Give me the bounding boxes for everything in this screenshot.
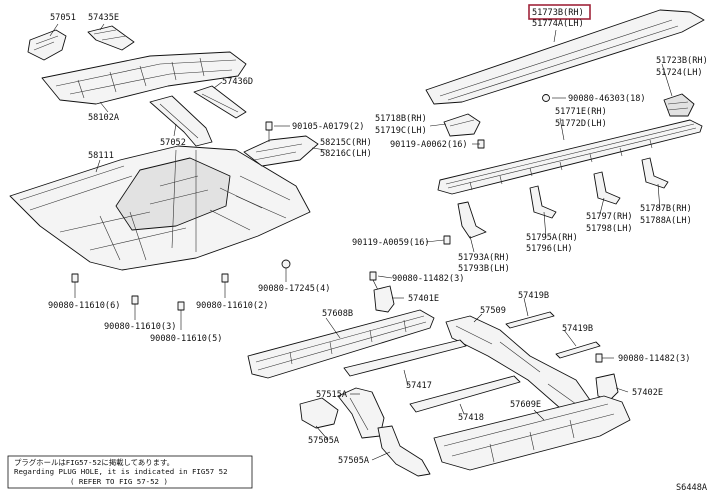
label-57401E: 57401E bbox=[408, 294, 439, 304]
label-11610-2: 90080-11610(2) bbox=[196, 301, 268, 311]
part-57505A-shape bbox=[299, 397, 339, 429]
note-line-2: Regarding PLUG HOLE, it is indicated in … bbox=[14, 467, 228, 476]
label-57419B-mid: 57419B bbox=[562, 324, 593, 334]
label-57418: 57418 bbox=[458, 413, 484, 423]
bolt-46303-shape bbox=[542, 94, 550, 102]
part-51793A-shape bbox=[457, 201, 487, 239]
label-58215C: 58215C(RH) bbox=[320, 138, 372, 148]
label-bolt-A0062: 90119-A0062(16) bbox=[390, 140, 468, 150]
part-57608B-shape bbox=[247, 309, 435, 379]
part-51771E-shape bbox=[437, 119, 703, 195]
part-51773B-shape bbox=[425, 9, 705, 105]
label-51724: 51724(LH) bbox=[656, 68, 703, 78]
label-51793B: 51793B(LH) bbox=[458, 264, 510, 274]
part-51797-shape bbox=[593, 171, 621, 205]
label-bolt-46303: 90080-46303(18) bbox=[568, 94, 646, 104]
label-51793A: 51793A(RH) bbox=[458, 253, 510, 263]
bolt-90105-shape bbox=[265, 121, 273, 142]
label-57051: 57051 bbox=[50, 13, 76, 23]
note-line-3: ( REFER TO FIG 57-52 ) bbox=[70, 477, 168, 486]
label-51772D: 51772D(LH) bbox=[555, 119, 607, 129]
label-58216C: 58216C(LH) bbox=[320, 149, 372, 159]
plug-hole-note: プラグホールはFIG57-52に掲載してあります。 Regarding PLUG… bbox=[7, 455, 253, 489]
label-57505A-b: 57505A bbox=[338, 456, 370, 466]
part-57401E-shape bbox=[373, 285, 395, 313]
label-bolt-17245: 90080-17245(4) bbox=[258, 284, 330, 294]
label-57515A: 57515A bbox=[316, 390, 348, 400]
part-51795A-shape bbox=[529, 185, 557, 219]
label-51774A: 51774A(LH) bbox=[532, 19, 584, 29]
part-57419B-mid-shape bbox=[555, 341, 601, 359]
label-11610-6: 90080-11610(6) bbox=[48, 301, 120, 311]
label-11610-3: 90080-11610(3) bbox=[104, 322, 176, 332]
label-11610-5: 90080-11610(5) bbox=[150, 334, 222, 344]
label-57417: 57417 bbox=[406, 381, 432, 391]
label-58102A: 58102A bbox=[88, 113, 120, 123]
part-51787B-shape bbox=[641, 157, 669, 189]
part-51723B-shape bbox=[663, 93, 695, 117]
part-58215C-shape bbox=[243, 135, 319, 167]
bolt-A0059-shape bbox=[443, 235, 451, 245]
label-51719C: 51719C(LH) bbox=[375, 126, 427, 136]
part-58102A-shape bbox=[41, 51, 247, 105]
label-57608B: 57608B bbox=[322, 309, 353, 319]
part-58111-shape bbox=[9, 145, 311, 271]
label-51718B: 51718B(RH) bbox=[375, 114, 427, 124]
part-57505A-b-shape bbox=[377, 425, 431, 477]
bolt-17245-shape bbox=[281, 259, 291, 282]
bolt-11482-mid-shape bbox=[595, 353, 603, 363]
part-57052-shape bbox=[149, 95, 213, 147]
part-57609E-shape bbox=[433, 395, 631, 471]
label-51788A: 51788A(LH) bbox=[640, 216, 692, 226]
label-57402E: 57402E bbox=[632, 388, 663, 398]
label-51795A: 51795A(RH) bbox=[526, 233, 578, 243]
bolt-11482-top-shape bbox=[369, 271, 379, 291]
label-57509: 57509 bbox=[480, 306, 506, 316]
label-51771E: 51771E(RH) bbox=[555, 107, 607, 117]
part-57436D-shape bbox=[193, 85, 247, 119]
bolt-11610-6-shape bbox=[71, 273, 79, 298]
part-57419B-top-shape bbox=[505, 311, 555, 329]
note-line-1: プラグホールはFIG57-52に掲載してあります。 bbox=[14, 458, 174, 467]
label-bolt-A0059: 90119-A0059(16) bbox=[352, 238, 430, 248]
label-57609E: 57609E bbox=[510, 400, 541, 410]
part-57418-shape bbox=[409, 375, 521, 413]
part-57402E-shape bbox=[595, 373, 619, 401]
part-57051-shape bbox=[27, 29, 67, 61]
part-57435E-shape bbox=[87, 25, 135, 51]
label-57052: 57052 bbox=[160, 138, 186, 148]
label-57419B-top: 57419B bbox=[518, 291, 549, 301]
label-58111: 58111 bbox=[88, 151, 114, 161]
part-57417-shape bbox=[343, 339, 467, 377]
label-51798: 51798(LH) bbox=[586, 224, 633, 234]
bolt-11610-2-shape bbox=[221, 273, 229, 298]
figure-id: S6448A bbox=[676, 483, 708, 493]
label-57435E: 57435E bbox=[88, 13, 119, 23]
highlight-51773B bbox=[528, 4, 591, 20]
label-57505A: 57505A bbox=[308, 436, 340, 446]
label-bolt-90105: 90105-A0179(2) bbox=[292, 122, 364, 132]
leader-lines bbox=[49, 23, 673, 461]
label-bolt-11482-top: 90080-11482(3) bbox=[392, 274, 464, 284]
label-51796: 51796(LH) bbox=[526, 244, 573, 254]
label-bolt-11482-mid: 90080-11482(3) bbox=[618, 354, 690, 364]
label-51787B: 51787B(RH) bbox=[640, 204, 692, 214]
bolt-11610-3-shape bbox=[131, 295, 139, 320]
part-51718B-shape bbox=[443, 113, 481, 137]
label-51773B: 51773B(RH) bbox=[532, 8, 584, 18]
label-51723B: 51723B(RH) bbox=[656, 56, 708, 66]
label-57436D: 57436D bbox=[222, 77, 253, 87]
bolt-11610-5-shape bbox=[177, 301, 185, 330]
label-51797: 51797(RH) bbox=[586, 212, 633, 222]
